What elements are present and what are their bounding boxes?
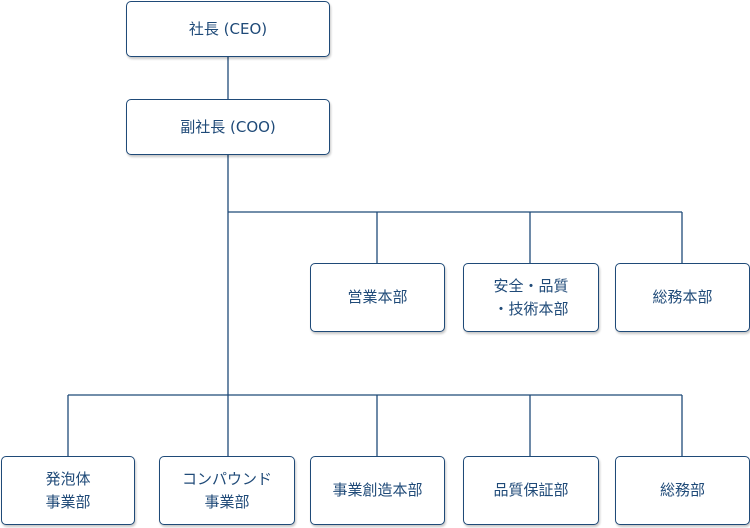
safety-quality-tech-division-box: 安全・品質 ・技術本部 bbox=[463, 263, 599, 332]
general-affairs-division-box: 総務本部 bbox=[615, 263, 750, 332]
business-creation-box: 事業創造本部 bbox=[310, 456, 445, 525]
compound-business-box: コンパウンド 事業部 bbox=[159, 456, 295, 525]
coo-box: 副社長 (COO) bbox=[126, 99, 330, 155]
ceo-box: 社長 (CEO) bbox=[126, 1, 330, 57]
general-affairs-department-box: 総務部 bbox=[615, 456, 750, 525]
sales-division-box: 営業本部 bbox=[310, 263, 445, 332]
foam-business-box: 発泡体 事業部 bbox=[1, 456, 135, 525]
quality-assurance-box: 品質保証部 bbox=[463, 456, 599, 525]
